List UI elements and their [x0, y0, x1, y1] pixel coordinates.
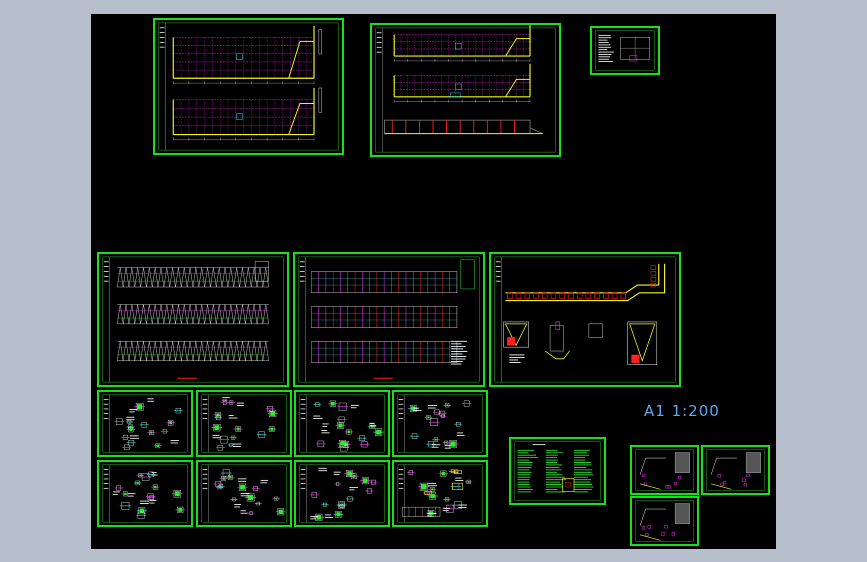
plan-columns-drawing: [102, 256, 284, 383]
sheet-elevation-b[interactable]: [370, 23, 561, 157]
sheet-plan-columns[interactable]: [97, 252, 289, 387]
sheet-elevation-a[interactable]: [153, 18, 344, 155]
small-detail-1-drawing: [635, 449, 694, 491]
details-7-drawing: [299, 464, 385, 523]
sheet-details-2[interactable]: [196, 390, 292, 457]
details-5-drawing: [102, 464, 188, 523]
small-detail-3-drawing: [635, 500, 694, 542]
notes-small-drawing: [595, 30, 655, 71]
drawing-scale-label: A1 1:200: [644, 402, 720, 420]
elevation-a-drawing: [158, 22, 339, 151]
details-1-drawing: [102, 394, 188, 453]
sheet-details-6[interactable]: [196, 460, 292, 527]
sheet-plan-beams[interactable]: [293, 252, 485, 387]
sheet-details-3[interactable]: [294, 390, 390, 457]
cad-drawing-canvas[interactable]: A1 1:200: [91, 14, 776, 549]
sheet-details-1[interactable]: [97, 390, 193, 457]
sheet-details-7[interactable]: [294, 460, 390, 527]
details-2-drawing: [201, 394, 287, 453]
details-6-drawing: [201, 464, 287, 523]
foundation-plan-drawing: [494, 256, 676, 383]
sheet-details-8[interactable]: [392, 460, 488, 527]
sheet-small-detail-2[interactable]: [701, 445, 770, 495]
details-8-drawing: [397, 464, 483, 523]
details-3-drawing: [299, 394, 385, 453]
sheet-notes-small[interactable]: [590, 26, 660, 75]
sheet-foundation-plan[interactable]: [489, 252, 681, 387]
sheet-small-detail-3[interactable]: [630, 496, 699, 546]
sheet-details-4[interactable]: [392, 390, 488, 457]
sheet-small-detail-1[interactable]: [630, 445, 699, 495]
sheet-details-5[interactable]: [97, 460, 193, 527]
plan-beams-drawing: [298, 256, 480, 383]
details-4-drawing: [397, 394, 483, 453]
elevation-b-drawing: [375, 25, 556, 153]
general-notes-drawing: [514, 441, 601, 501]
sheet-general-notes[interactable]: [509, 437, 606, 505]
small-detail-2-drawing: [706, 449, 765, 491]
